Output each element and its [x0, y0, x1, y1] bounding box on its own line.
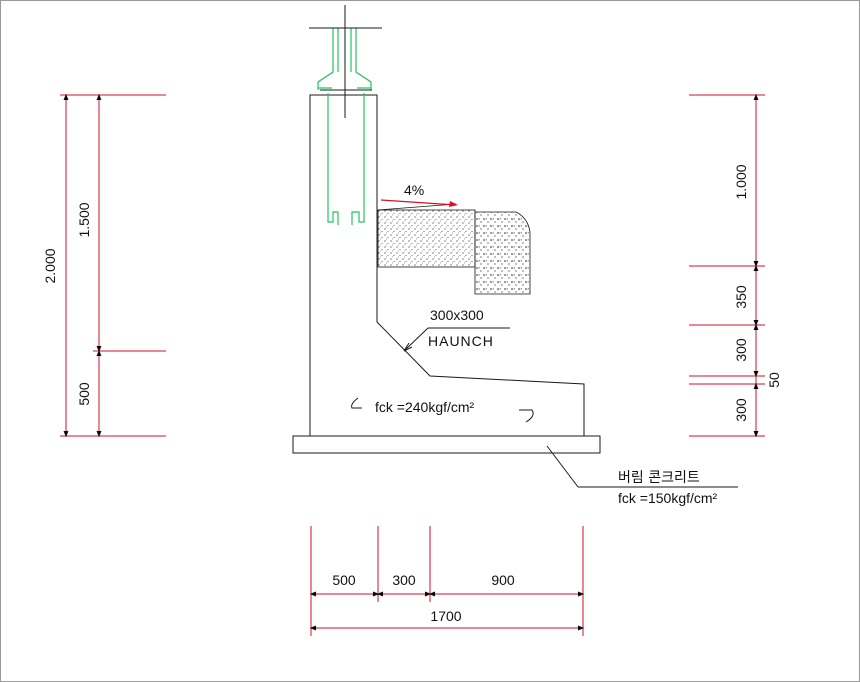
- pavement-block: [377, 203, 531, 295]
- fck-main-label: fck =240kgf/cm²: [375, 399, 475, 415]
- structure-outline: [292, 94, 601, 454]
- fck-lean-label: fck =150kgf/cm²: [618, 490, 718, 506]
- post-centerline: [309, 5, 382, 118]
- lean-concrete-leader: [546, 445, 738, 488]
- dim-left-lower: 500: [76, 382, 92, 406]
- haunch-label: HAUNCH: [428, 333, 494, 349]
- lean-concrete-label: 버림 콘크리트: [618, 470, 700, 486]
- slope-label: 4%: [404, 182, 424, 198]
- dim-bottom-seg3: 900: [491, 572, 515, 588]
- left-dim-ticks: [63, 93, 102, 438]
- dim-bottom-seg1: 500: [332, 572, 356, 588]
- dim-right-second: 350: [733, 285, 749, 309]
- dim-right-gap: 50: [766, 372, 782, 388]
- haunch-size-label: 300x300: [430, 307, 484, 323]
- rebar-post: [317, 28, 372, 225]
- left-dimensions: [60, 94, 166, 437]
- dim-bottom-seg2: 300: [392, 572, 416, 588]
- right-dimensions: [689, 94, 765, 437]
- slope-arrow: [380, 199, 458, 207]
- bottom-dim-ticks: [309, 591, 585, 631]
- dim-bottom-total: 1700: [430, 608, 461, 624]
- lean-concrete-slab: [292, 435, 601, 454]
- dim-left-upper: 1.500: [76, 202, 92, 237]
- dim-right-top: 1.000: [733, 164, 749, 199]
- break-symbols: [351, 397, 534, 423]
- dim-right-bottom: 300: [733, 398, 749, 422]
- dim-left-total: 2.000: [42, 248, 58, 283]
- right-dim-ticks: [753, 93, 759, 438]
- haunch-leader: [403, 327, 510, 352]
- dim-right-third: 300: [733, 338, 749, 362]
- bottom-dimensions: [310, 526, 584, 636]
